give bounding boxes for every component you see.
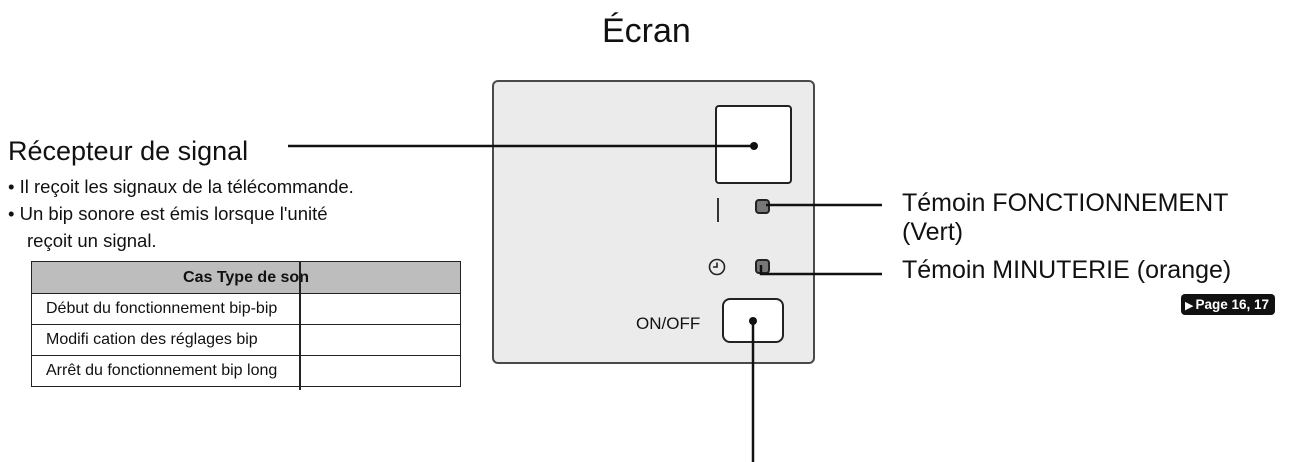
signal-receiver-window [715,105,792,184]
receiver-leader-dot [750,142,758,150]
operation-indicator-color: (Vert) [902,218,964,246]
table-row: Arrêt du fonctionnement bip long [31,355,461,387]
receiver-bullet-1: • Il reçoit les signaux de la télécomman… [8,176,354,197]
play-arrow-icon: ▶ [1185,300,1194,312]
receiver-bullet-2-continued: reçoit un signal. [27,230,157,251]
operation-indicator-label: Témoin FONCTIONNEMENT [902,189,1229,217]
indicator-divider [717,198,719,222]
sound-type-table: Cas Type de son Début du fonctionnement … [31,261,461,387]
onoff-label: ON/OFF [636,314,701,333]
table-cell: Modifi cation des réglages bip [31,324,461,356]
timer-indicator-label: Témoin MINUTERIE (orange) [902,256,1232,284]
table-row: Début du fonctionnement bip-bip [31,293,461,325]
page-reference-text: Page 16, 17 [1195,297,1270,312]
timer-leader-line [759,265,882,276]
page-reference-badge[interactable]: ▶Page 16, 17 [1181,294,1276,315]
table-cell: Arrêt du fonctionnement bip long [31,355,461,387]
table-header: Cas Type de son [31,261,461,294]
table-column-divider [299,261,301,390]
page-title: Écran [602,12,691,50]
receiver-bullet-2: • Un bip sonore est émis lorsque l'unité [8,203,328,224]
operation-indicator-led [755,199,770,214]
table-cell: Début du fonctionnement bip-bip [31,293,461,325]
clock-icon [708,258,726,276]
receiver-label: Récepteur de signal [8,136,249,166]
table-header-row: Cas Type de son [31,261,461,294]
table-row: Modifi cation des réglages bip [31,324,461,356]
